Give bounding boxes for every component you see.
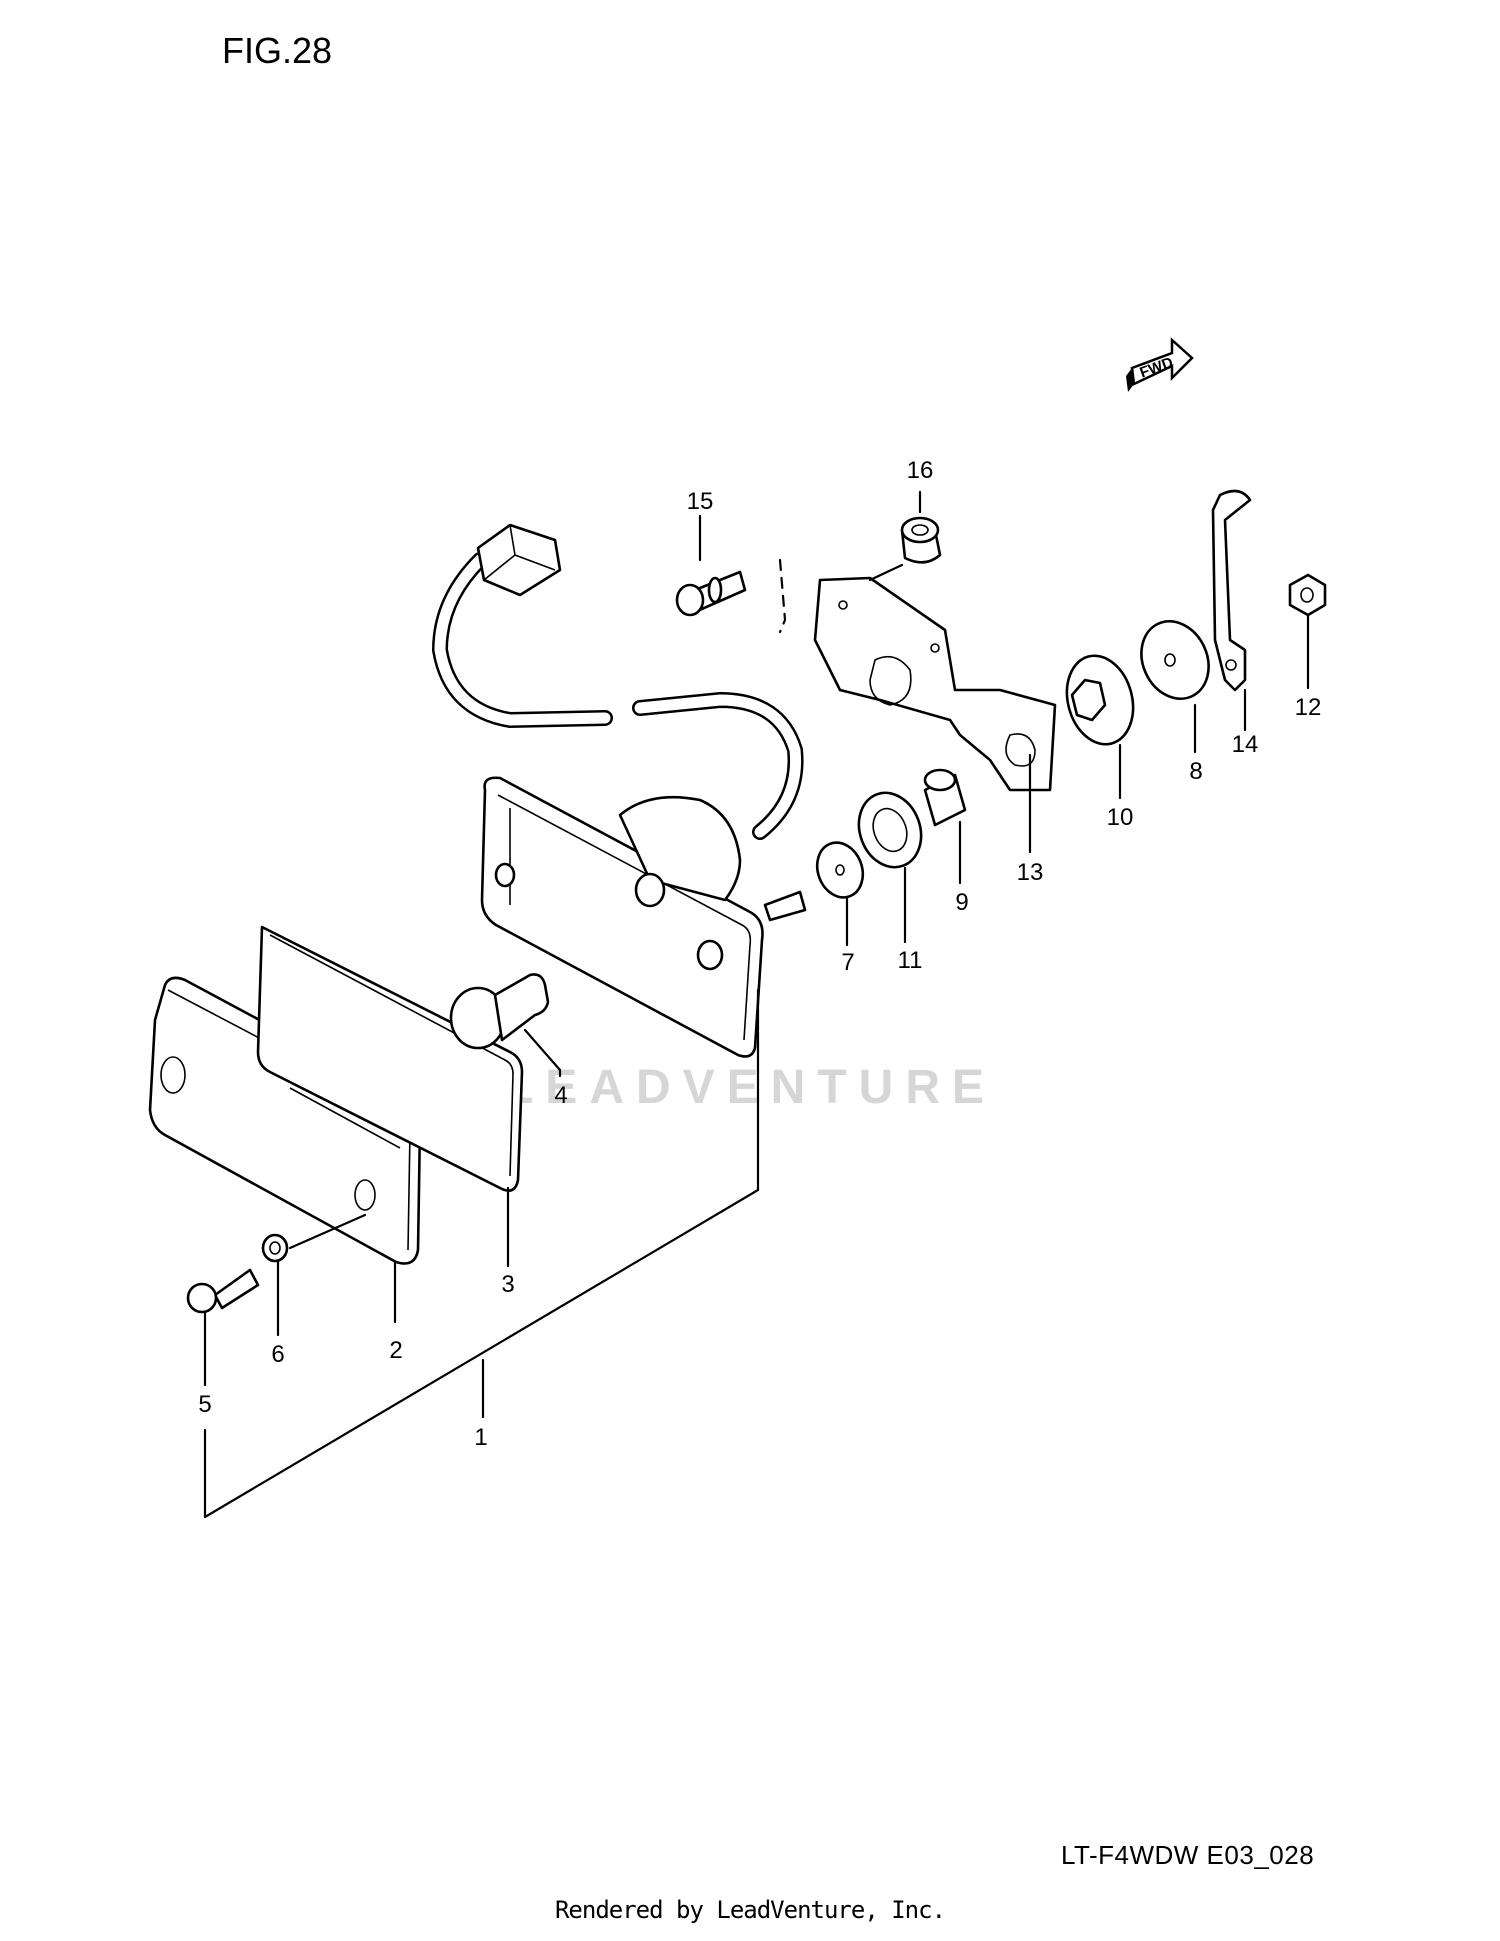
fwd-label: FWD	[1138, 354, 1176, 382]
washer-part-6	[261, 1233, 289, 1263]
callout-6: 6	[271, 1341, 284, 1368]
callout-3: 3	[501, 1271, 514, 1298]
callout-1: 1	[474, 1424, 487, 1451]
bracket-part	[813, 576, 1057, 792]
flange-nut-part	[1065, 654, 1135, 746]
callout-2: 2	[389, 1337, 402, 1364]
washer-part-8	[1140, 620, 1210, 700]
wire-harness	[431, 523, 804, 840]
washer-part-7	[815, 841, 865, 899]
callout-14: 14	[1232, 731, 1259, 758]
gasket-part	[256, 925, 524, 1192]
lamp-housing	[480, 776, 807, 1058]
collar-nut-part	[900, 516, 942, 564]
callout-15: 15	[687, 488, 714, 515]
stay-part	[1211, 489, 1252, 692]
leader-lines	[203, 490, 1310, 1519]
watermark: LEADVENTURE	[504, 1061, 996, 1114]
collar-part	[923, 768, 967, 827]
figure-title: FIG.28	[222, 30, 333, 71]
callout-5: 5	[198, 1391, 211, 1418]
nut-part	[1288, 573, 1327, 617]
callout-10: 10	[1107, 804, 1134, 831]
callout-16: 16	[907, 457, 934, 484]
bulb-part	[449, 973, 550, 1050]
callout-labels: 1 2 3 4 5 6 7 8 9 10 11 12 13 14 15 16	[198, 457, 1321, 1451]
fwd-arrow-icon: FWD	[1126, 337, 1194, 392]
diagram-code: LT-F4WDW E03_028	[1061, 1840, 1315, 1870]
screw-part	[186, 1268, 260, 1314]
callout-11: 11	[898, 947, 923, 974]
rendered-by-credit: Rendered by LeadVenture, Inc.	[554, 1896, 946, 1924]
callout-8: 8	[1189, 758, 1202, 785]
callout-7: 7	[841, 949, 854, 976]
bolt-part	[675, 570, 747, 617]
callout-12: 12	[1295, 694, 1322, 721]
callout-9: 9	[955, 889, 968, 916]
callout-13: 13	[1017, 859, 1044, 886]
callout-4: 4	[554, 1082, 567, 1109]
grommet-part	[857, 791, 923, 869]
